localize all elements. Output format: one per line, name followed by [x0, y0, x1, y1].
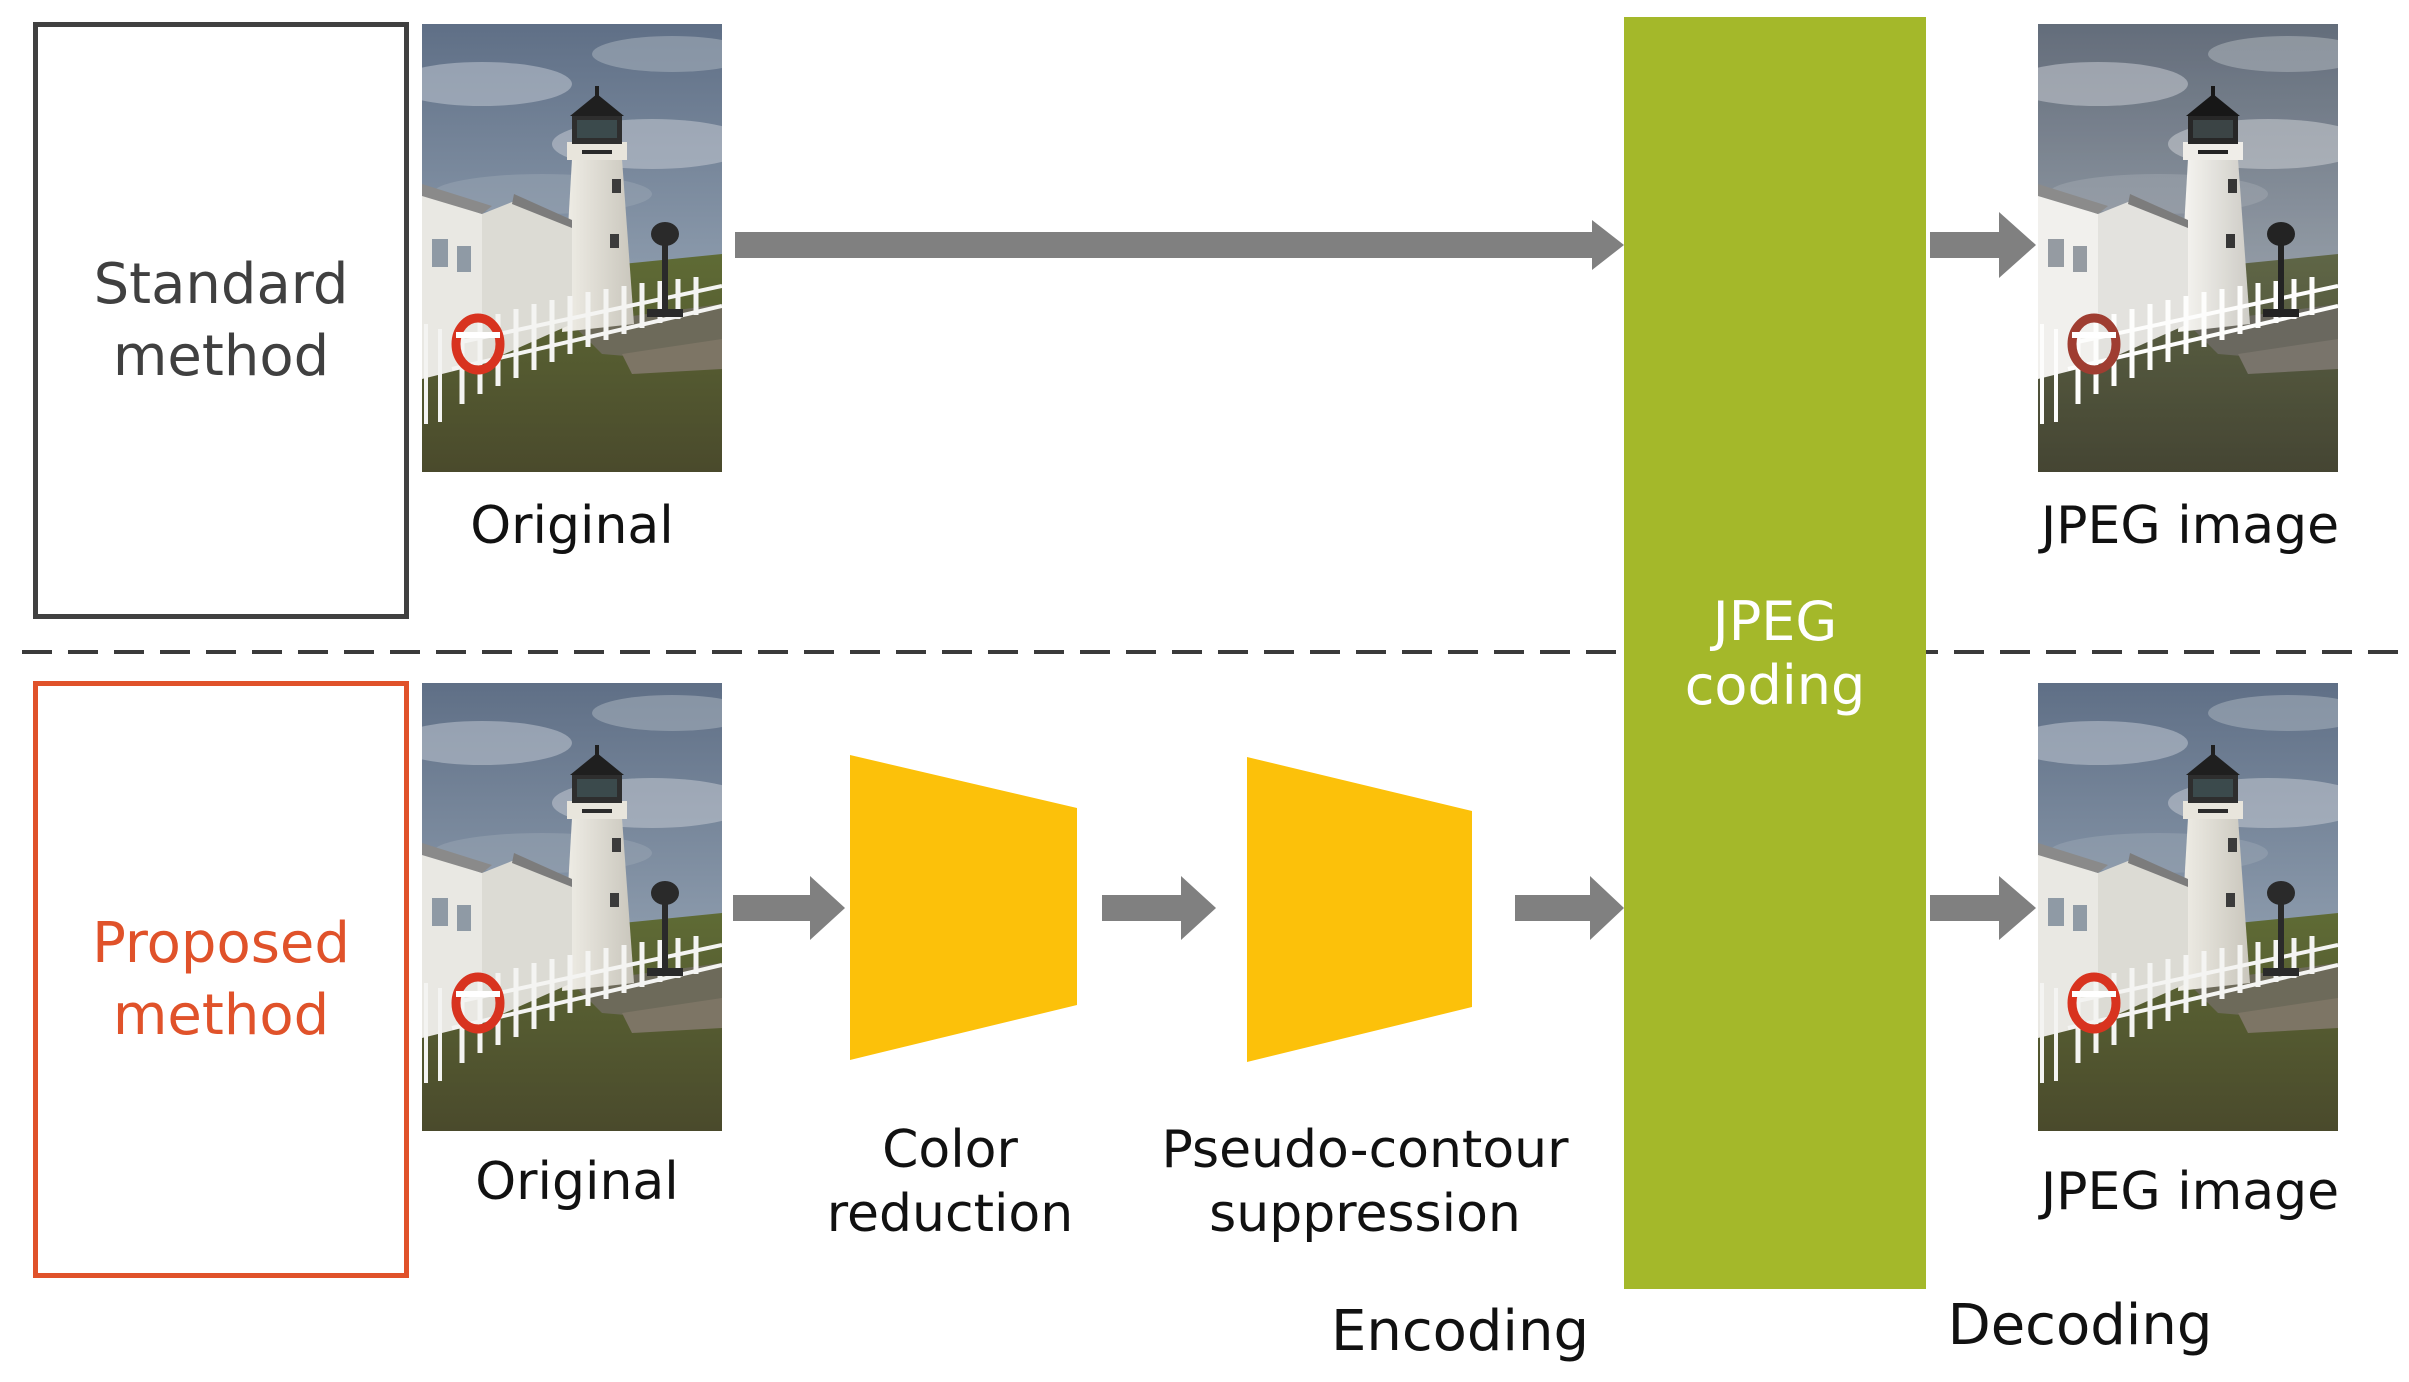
proposed-method-box: Proposed method — [33, 681, 409, 1278]
arrow-right-icon-decode-top — [1930, 212, 2036, 278]
arrow-right-icon-long-top — [735, 220, 1624, 270]
original-photo-bottom — [422, 683, 722, 1131]
caption-color-reduction: Color reduction — [826, 1120, 1074, 1244]
jpeg-photo-top — [2038, 24, 2338, 472]
original-photo-top — [422, 24, 722, 472]
arrow-right-icon-to-pseudo — [1102, 876, 1216, 940]
standard-method-label: Standard method — [93, 251, 349, 389]
lighthouse-photo-icon — [2038, 683, 2338, 1131]
arrow-right-icon-decode-bottom — [1930, 876, 2036, 940]
lighthouse-photo-icon — [422, 24, 722, 472]
caption-encoding: Encoding — [1330, 1299, 1590, 1364]
caption-decoding: Decoding — [1947, 1293, 2213, 1358]
jpeg-coding-label: JPEG coding — [1684, 590, 1866, 717]
jpeg-photo-bottom — [2038, 683, 2338, 1131]
caption-original-top: Original — [470, 496, 674, 556]
dashed-divider — [22, 650, 2409, 654]
lighthouse-photo-icon — [2038, 24, 2338, 472]
caption-jpeg-image-bottom: JPEG image — [2040, 1162, 2340, 1222]
caption-original-bottom: Original — [475, 1152, 679, 1212]
jpeg-coding-block — [1624, 17, 1926, 1289]
standard-method-box: Standard method — [33, 22, 409, 619]
pseudo-contour-stage — [1247, 757, 1472, 1062]
caption-pseudo-contour-suppression: Pseudo-contour suppression — [1161, 1120, 1569, 1244]
arrow-right-icon-to-color — [733, 876, 845, 940]
color-reduction-stage — [850, 755, 1077, 1060]
arrow-right-icon-to-jpeg — [1515, 876, 1624, 940]
lighthouse-photo-icon — [422, 683, 722, 1131]
proposed-method-label: Proposed method — [92, 910, 350, 1048]
caption-jpeg-image-top: JPEG image — [2040, 496, 2340, 556]
